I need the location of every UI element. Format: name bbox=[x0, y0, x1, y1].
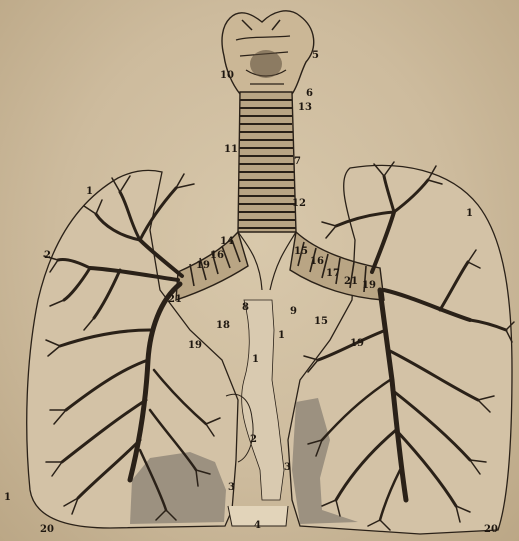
label-3-right: 3 bbox=[284, 462, 291, 473]
label-16-left: 16 bbox=[210, 250, 224, 261]
label-9: 9 bbox=[290, 306, 297, 317]
label-12: 12 bbox=[292, 198, 306, 209]
label-19-d: 19 bbox=[350, 338, 364, 349]
label-18: 18 bbox=[216, 320, 230, 331]
label-1-lower: 1 bbox=[4, 492, 11, 503]
trachea bbox=[238, 92, 296, 232]
label-2-center: 2 bbox=[250, 434, 257, 445]
label-16-right: 16 bbox=[310, 256, 324, 267]
label-19-a: 19 bbox=[196, 260, 210, 271]
larynx bbox=[222, 11, 314, 94]
label-1-left: 1 bbox=[86, 186, 93, 197]
label-15-a: 15 bbox=[294, 246, 308, 257]
label-1-center-left: 1 bbox=[252, 354, 259, 365]
label-1-center-right: 1 bbox=[278, 330, 285, 341]
label-17: 17 bbox=[326, 268, 340, 279]
label-6: 6 bbox=[306, 88, 313, 99]
label-3-left: 3 bbox=[228, 482, 235, 493]
label-4: 4 bbox=[254, 520, 261, 531]
label-10: 10 bbox=[220, 70, 234, 81]
label-13: 13 bbox=[298, 102, 312, 113]
label-20-left: 20 bbox=[40, 524, 54, 535]
label-15-b: 15 bbox=[314, 316, 328, 327]
label-1-right: 1 bbox=[466, 208, 473, 219]
label-7: 7 bbox=[294, 156, 301, 167]
label-2-left: 2 bbox=[44, 250, 51, 261]
label-21-left: 21 bbox=[168, 294, 182, 305]
label-19-c: 19 bbox=[188, 340, 202, 351]
label-19-b: 19 bbox=[362, 280, 376, 291]
label-11: 11 bbox=[224, 144, 238, 155]
label-14: 14 bbox=[220, 236, 234, 247]
label-20-right: 20 bbox=[484, 524, 498, 535]
right-lung-outline bbox=[288, 165, 512, 534]
label-5: 5 bbox=[312, 50, 319, 61]
label-21-right: 21 bbox=[344, 276, 358, 287]
label-8: 8 bbox=[242, 302, 249, 313]
